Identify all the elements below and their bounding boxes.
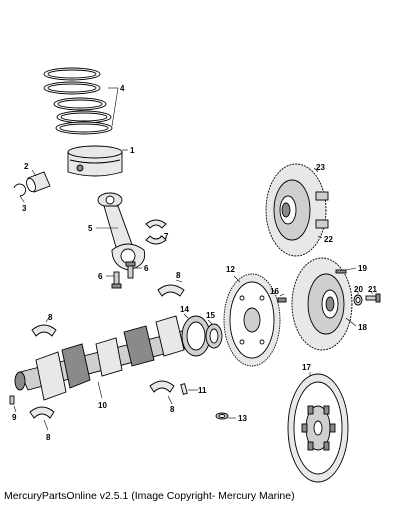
rear-main-seal-housing (181, 315, 211, 357)
rod-bolts (111, 261, 136, 289)
main-bearing-upper (157, 284, 185, 297)
label-part-14: 14 (180, 305, 189, 314)
damper-plate (287, 373, 349, 483)
drive-plate-lower (291, 257, 353, 351)
washer (215, 412, 229, 420)
label-part-4: 4 (120, 84, 125, 93)
label-part-12: 12 (226, 265, 235, 274)
label-part-1: 1 (130, 146, 135, 155)
label-part-19: 19 (358, 264, 367, 273)
label-part-21: 21 (368, 285, 377, 294)
label-part-20: 20 (354, 285, 363, 294)
coupler-stud (335, 269, 347, 274)
wrist-pin (26, 171, 51, 193)
flexplate-bolt (277, 297, 287, 303)
label-part-5: 5 (88, 224, 93, 233)
label-part-8-lower: 8 (170, 405, 175, 414)
main-bearing-bottom (29, 406, 55, 419)
coupler-bolt (365, 293, 381, 303)
label-part-11: 11 (198, 386, 207, 395)
main-bearing-lower (149, 380, 175, 393)
label-part-6-left: 6 (98, 272, 103, 281)
coupler-nut (353, 294, 363, 306)
dowel-pin (180, 383, 188, 395)
label-part-10: 10 (98, 401, 107, 410)
rod-bearing (145, 219, 167, 245)
piston-rings (43, 67, 113, 135)
piston (67, 145, 123, 177)
label-part-13: 13 (238, 414, 247, 423)
connecting-rod (97, 192, 146, 271)
drive-plate-upper (265, 163, 329, 257)
label-part-6-right: 6 (144, 264, 149, 273)
rear-main-seal (205, 323, 223, 349)
label-part-17: 17 (302, 363, 311, 372)
copyright-footer: MercuryPartsOnline v2.5.1 (Image Copyrig… (4, 490, 295, 502)
label-part-15: 15 (206, 311, 215, 320)
label-part-9: 9 (12, 413, 17, 422)
label-part-16: 16 (270, 287, 279, 296)
label-part-8-left: 8 (48, 313, 53, 322)
piston-pin-clip (13, 183, 27, 197)
label-part-18: 18 (358, 323, 367, 332)
flexplate (223, 273, 281, 367)
label-part-3: 3 (22, 204, 27, 213)
main-bearing-left (31, 324, 57, 337)
label-part-7: 7 (164, 232, 169, 241)
crankshaft (14, 315, 197, 401)
label-part-23: 23 (316, 163, 325, 172)
label-part-22: 22 (324, 235, 333, 244)
crankshaft-key (9, 395, 15, 405)
label-part-2: 2 (24, 162, 29, 171)
label-part-8-bottom: 8 (46, 433, 51, 442)
label-part-8-upper: 8 (176, 271, 181, 280)
